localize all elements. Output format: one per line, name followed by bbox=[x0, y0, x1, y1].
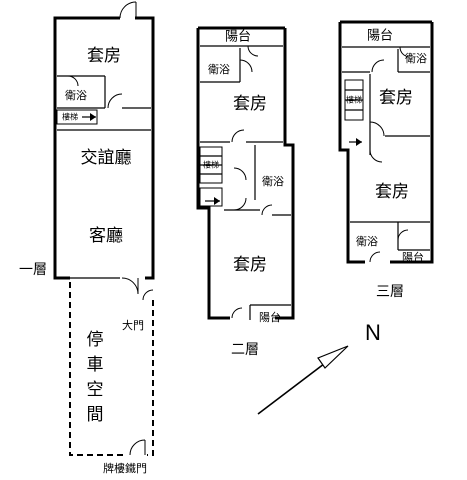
floor-3-stairs-label: 樓梯 bbox=[346, 95, 362, 105]
gate-door-swing bbox=[129, 439, 146, 456]
floor-2-stairs-arrow-icon bbox=[214, 197, 220, 205]
floor-3-stairs-arrow-icon bbox=[356, 138, 362, 146]
floor-1-plan: 套房 衛浴 樓梯 交誼廳 客廳 大門 停 車 空 間 牌樓鐵門 一層 bbox=[19, 1, 155, 475]
floor-1-social-hall-label: 交誼廳 bbox=[81, 148, 132, 168]
parking-label-char-1: 停 bbox=[87, 330, 104, 350]
floor-2-outer-wall-left bbox=[196, 28, 230, 320]
north-compass: N bbox=[257, 320, 381, 415]
parking-label-char-3: 空 bbox=[87, 380, 104, 400]
floor-2-balcony-top-label: 陽台 bbox=[225, 30, 251, 45]
floor-1-main-door-label: 大門 bbox=[122, 318, 144, 332]
floor-3-balcony-top-label: 陽台 bbox=[367, 29, 393, 44]
floor-2-outer-wall-right bbox=[275, 28, 295, 320]
floor-3-plan: 陽台 衛浴 樓梯 套房 套房 衛浴 陽台 三層 bbox=[338, 20, 434, 300]
floor-3-outer-wall-right bbox=[390, 22, 434, 264]
gate-label: 牌樓鐵門 bbox=[103, 461, 147, 475]
floor-1-bath-label: 衛浴 bbox=[65, 89, 87, 102]
floor-3-label: 三層 bbox=[376, 284, 404, 300]
north-label: N bbox=[365, 320, 381, 345]
floor-1-stairs-arrow-icon bbox=[90, 113, 96, 121]
floor-1-bath-door bbox=[107, 93, 123, 109]
floor-3-suite-bottom-label: 套房 bbox=[375, 182, 409, 202]
north-arrow-head-icon bbox=[317, 345, 349, 369]
floor-1-stairs bbox=[56, 109, 98, 125]
floor-2-suite-bottom-label: 套房 bbox=[233, 255, 267, 275]
floor-1-living-room-label: 客廳 bbox=[89, 226, 123, 246]
parking-boundary-right bbox=[147, 300, 154, 456]
floor-3-suite-top-label: 套房 bbox=[379, 88, 413, 108]
floor-1-main-door bbox=[121, 277, 139, 295]
parking-label-char-4: 間 bbox=[87, 405, 104, 425]
floor-3-bath-bottom-label: 衛浴 bbox=[356, 235, 378, 248]
floor-1-stairs-label: 樓梯 bbox=[62, 112, 78, 122]
floor-1-outer-wall-left bbox=[53, 16, 120, 280]
floor-3-balcony-bottom-label: 陽台 bbox=[402, 250, 424, 264]
floor-2-plan: 陽台 衛浴 套房 樓梯 衛浴 套房 陽台 二層 bbox=[196, 26, 295, 358]
floor-2-balcony-bottom-label: 陽台 bbox=[259, 310, 281, 324]
parking-boundary-left bbox=[69, 282, 123, 456]
parking-label-char-2: 車 bbox=[87, 355, 104, 375]
floor-1-outer-wall-right bbox=[135, 16, 155, 280]
floor-2-bath-top-label: 衛浴 bbox=[208, 63, 230, 76]
floor-2-bath-mid-label: 衛浴 bbox=[262, 175, 284, 188]
floor-1-top-door bbox=[119, 1, 137, 19]
floor-3-outer-wall-left bbox=[338, 22, 365, 264]
floor-1-suite-label: 套房 bbox=[87, 46, 121, 66]
floor-3-bath-top-label: 衛浴 bbox=[405, 52, 427, 65]
floor-2-stairs-label: 樓梯 bbox=[203, 160, 219, 170]
floor-2-label: 二層 bbox=[231, 342, 259, 358]
floor-1-label: 一層 bbox=[19, 262, 47, 278]
floor-2-suite-top-label: 套房 bbox=[233, 94, 267, 114]
